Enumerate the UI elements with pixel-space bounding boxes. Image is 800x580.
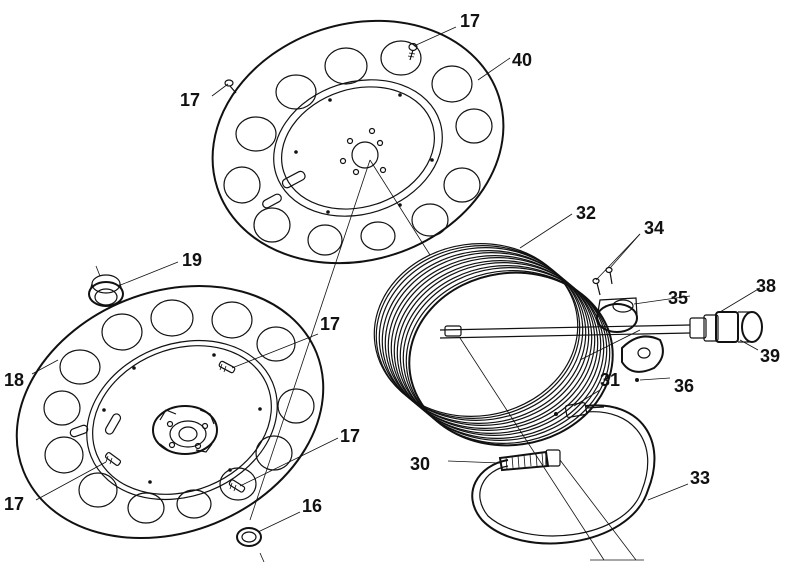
upper-flange-slots <box>262 170 306 209</box>
callout-labels: 17 40 17 19 32 34 38 35 17 18 39 31 36 1… <box>4 11 780 516</box>
upper-flange-40 <box>211 19 505 265</box>
callout-17-left: 17 <box>180 90 200 110</box>
lower-flange-18 <box>15 284 325 540</box>
callout-17-bottom: 17 <box>4 494 24 514</box>
callout-39: 39 <box>760 346 780 366</box>
callout-34: 34 <box>644 218 664 238</box>
callout-32: 32 <box>576 203 596 223</box>
callout-17-mid: 17 <box>320 314 340 334</box>
upper-hub-hole <box>351 141 379 169</box>
bracket-35 <box>596 297 638 333</box>
callout-17-right: 17 <box>340 426 360 446</box>
screw-17-lower-a <box>218 360 236 374</box>
callout-19: 19 <box>182 250 202 270</box>
leader-lines <box>31 26 761 561</box>
washer-16 <box>236 527 265 563</box>
callout-36: 36 <box>674 376 694 396</box>
callout-30: 30 <box>410 454 430 474</box>
lower-hub <box>152 405 218 455</box>
assembly-axis <box>249 159 371 521</box>
lower-flange-holes <box>43 299 315 524</box>
coupling-31 <box>554 402 605 418</box>
lower-rim-dots <box>102 353 262 484</box>
upper-rim-dots <box>294 93 434 214</box>
callout-18: 18 <box>4 370 24 390</box>
callout-17-top: 17 <box>460 11 480 31</box>
coil-inner-fitting <box>444 325 462 337</box>
screw-17-loose <box>224 79 237 94</box>
callout-33: 33 <box>690 468 710 488</box>
lead-hose-33 <box>471 404 656 545</box>
bushing-19 <box>88 265 124 307</box>
upper-flange-holes <box>223 40 493 256</box>
callout-38: 38 <box>756 276 776 296</box>
screw-17-lower-b <box>104 452 122 466</box>
callout-40: 40 <box>512 50 532 70</box>
swivel-fitting-38-39 <box>689 311 763 343</box>
half-disc-36 <box>621 335 664 382</box>
lower-flange-slots <box>69 413 122 438</box>
screws-34 <box>592 266 613 296</box>
screw-17-lower-c <box>228 479 246 493</box>
hose-coil-32 <box>373 243 691 447</box>
spring-guard-30 <box>498 449 561 472</box>
upper-bolt-holes <box>339 127 387 176</box>
callout-16: 16 <box>302 496 322 516</box>
callout-31: 31 <box>600 370 620 390</box>
callout-35: 35 <box>668 288 688 308</box>
screw-17-upper <box>407 42 418 61</box>
